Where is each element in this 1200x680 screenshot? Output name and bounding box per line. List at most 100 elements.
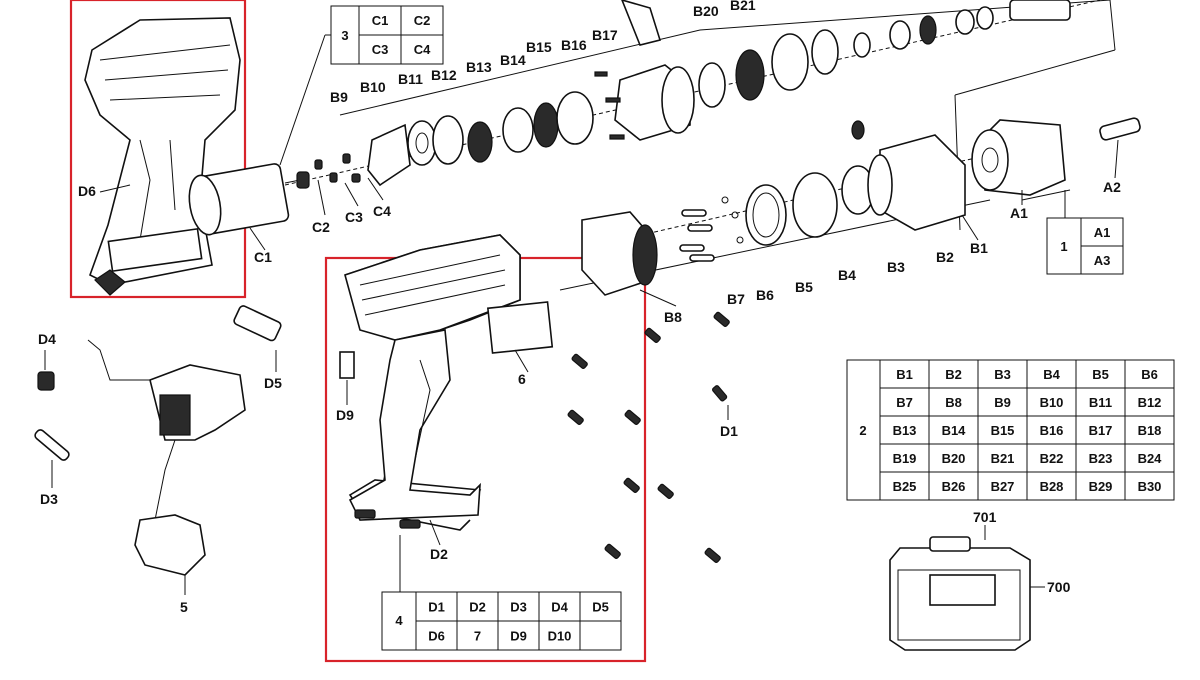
group1-cell: A1 xyxy=(1094,225,1111,240)
group2-cell-box xyxy=(879,471,930,501)
group2-cell: B5 xyxy=(1092,367,1109,382)
label-b13: B13 xyxy=(466,59,492,75)
label-700: 700 xyxy=(1047,579,1071,595)
group4-cell-box xyxy=(415,591,458,622)
motor-drawing xyxy=(188,153,361,236)
group2-cell: B15 xyxy=(991,423,1015,438)
group2-cell-box xyxy=(977,443,1028,473)
group2-cell-box xyxy=(1124,359,1175,389)
switch-assembly-drawing xyxy=(34,305,282,576)
group2-cell: B7 xyxy=(896,395,913,410)
group-table-1: 1 A1 A3 xyxy=(1046,217,1124,275)
group2-cell-box xyxy=(1026,443,1077,473)
group2-cell-box xyxy=(977,415,1028,445)
screws-drawing xyxy=(567,311,730,563)
group2-cell: B21 xyxy=(991,451,1015,466)
label-b17: B17 xyxy=(592,27,618,43)
label-b20: B20 xyxy=(693,3,719,19)
label-5: 5 xyxy=(180,599,188,615)
group2-cell: B24 xyxy=(1138,451,1163,466)
group2-cell: B12 xyxy=(1138,395,1162,410)
label-c3: C3 xyxy=(345,209,363,225)
label-b12: B12 xyxy=(431,67,457,83)
group2-cell: B9 xyxy=(994,395,1011,410)
label-b9: B9 xyxy=(330,89,348,105)
label-d9: D9 xyxy=(336,407,354,423)
group2-cell: B3 xyxy=(994,367,1011,382)
group2-cell: B20 xyxy=(942,451,966,466)
label-b4: B4 xyxy=(838,267,856,283)
group2-cell-box xyxy=(879,443,930,473)
group2-cell: B2 xyxy=(945,367,962,382)
group2-cell: B13 xyxy=(893,423,917,438)
group2-cell: B1 xyxy=(896,367,913,382)
label-b14: B14 xyxy=(500,52,526,68)
group1-cell: A3 xyxy=(1094,253,1111,268)
group3-cell: C3 xyxy=(372,42,389,57)
group4-cell: D10 xyxy=(548,629,572,644)
group2-cell-box xyxy=(1026,471,1077,501)
group4-cell: D5 xyxy=(592,600,609,615)
group2-cell-box xyxy=(879,359,930,389)
group2-cell: B6 xyxy=(1141,367,1158,382)
highlight-box-housing-left xyxy=(69,0,247,299)
group2-cell-box xyxy=(1124,387,1175,417)
label-b1: B1 xyxy=(970,240,988,256)
group2-cell-box xyxy=(1075,415,1126,445)
label-c1: C1 xyxy=(254,249,272,265)
group4-cell-box xyxy=(579,591,622,622)
group2-cell-box xyxy=(1075,443,1126,473)
leader-lines xyxy=(44,34,1119,595)
label-b3: B3 xyxy=(887,259,905,275)
label-b2: B2 xyxy=(936,249,954,265)
group4-cell-box xyxy=(497,591,540,622)
group4-cell: D6 xyxy=(428,629,445,644)
group2-cell: B17 xyxy=(1089,423,1113,438)
group2-cell: B28 xyxy=(1040,479,1064,494)
label-d3: D3 xyxy=(40,491,58,507)
label-d5: D5 xyxy=(264,375,282,391)
group4-cell: D2 xyxy=(469,600,486,615)
label-d1: D1 xyxy=(720,423,738,439)
label-b5: B5 xyxy=(795,279,813,295)
label-b15: B15 xyxy=(526,39,552,55)
group-table-3: 3 C1 C2 C3 C4 xyxy=(330,5,444,65)
group2-cell-box xyxy=(1075,471,1126,501)
label-d6: D6 xyxy=(78,183,96,199)
label-c2: C2 xyxy=(312,219,330,235)
group4-cell: D9 xyxy=(510,629,527,644)
housing-half-left-drawing xyxy=(84,17,241,296)
housing-half-right-drawing xyxy=(339,234,554,531)
group4-cell-box xyxy=(415,620,458,651)
group2-cell-box xyxy=(1124,415,1175,445)
chuck-drawing xyxy=(971,117,1141,196)
label-b16: B16 xyxy=(561,37,587,53)
label-d4: D4 xyxy=(38,331,56,347)
group2-cell: B22 xyxy=(1040,451,1064,466)
group2-cell: B19 xyxy=(893,451,917,466)
group2-cell: B29 xyxy=(1089,479,1113,494)
group2-cell-box xyxy=(1124,471,1175,501)
group3-cell: C4 xyxy=(414,42,431,57)
upper-gear-parts-drawing xyxy=(698,0,1071,108)
label-b6: B6 xyxy=(756,287,774,303)
label-b10: B10 xyxy=(360,79,386,95)
group3-number: 3 xyxy=(341,28,348,43)
group4-cell: D4 xyxy=(551,600,568,615)
group2-cell: B30 xyxy=(1138,479,1162,494)
label-a1: A1 xyxy=(1010,205,1028,221)
group2-cell-box xyxy=(1075,387,1126,417)
label-b21: B21 xyxy=(730,0,756,13)
group4-cell-box xyxy=(579,620,622,651)
group2-cell-box xyxy=(977,387,1028,417)
group4-cell: 7 xyxy=(474,629,481,644)
group2-cell: B18 xyxy=(1138,423,1162,438)
label-b11: B11 xyxy=(398,71,423,87)
gearbox-assembly-drawing xyxy=(581,120,966,296)
group3-cell: C1 xyxy=(372,13,389,28)
group2-cell: B16 xyxy=(1040,423,1064,438)
label-c4: C4 xyxy=(373,203,391,219)
carry-case-drawing xyxy=(889,525,1045,651)
